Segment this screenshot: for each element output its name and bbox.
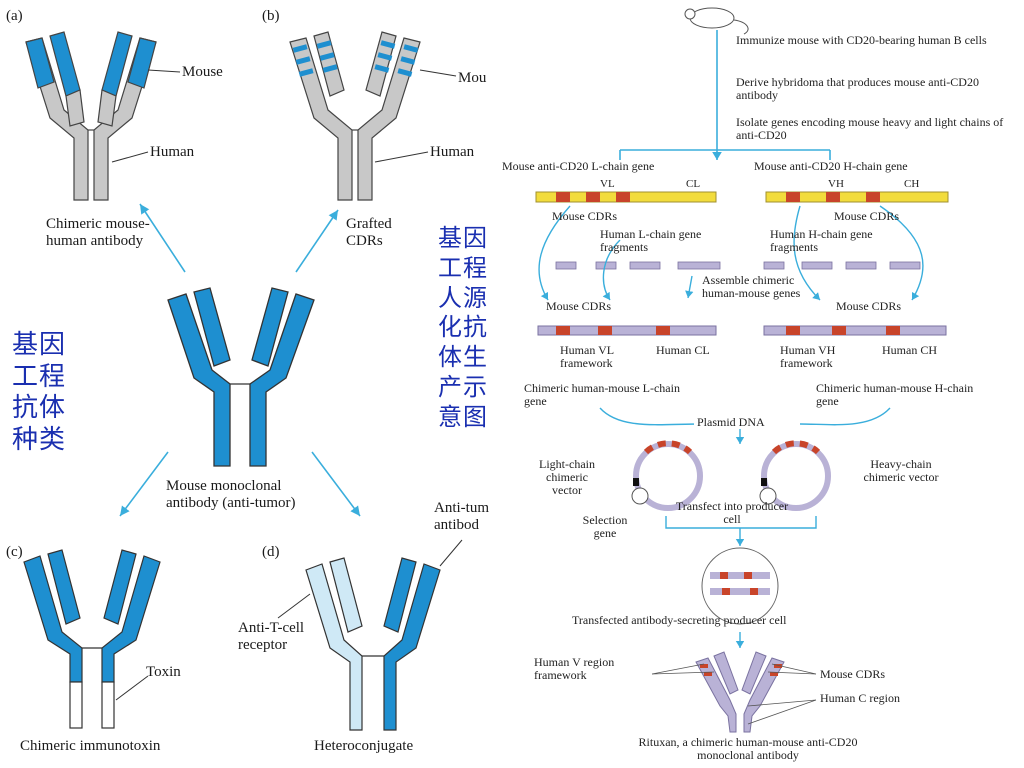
anti-tum-label: Anti-tum antibod (434, 500, 489, 534)
step-isolate: Isolate genes encoding mouse heavy and l… (736, 115, 1004, 143)
panel-c-tag: (c) (6, 544, 23, 560)
l-gene-label: Mouse anti-CD20 L-chain gene (502, 159, 655, 173)
human-label-a: Human (150, 144, 195, 160)
caption-a: Chimeric mouse-human antibody (46, 216, 150, 250)
panel-a-tag: (a) (6, 8, 23, 24)
panel-b-tag: (b) (262, 8, 280, 24)
flow-arrows (538, 205, 924, 648)
mouse-cdrs-h: Mouse CDRs (834, 209, 900, 223)
ch-label: CH (904, 178, 920, 190)
mouse-cdrs-l2: Mouse CDRs (546, 299, 612, 313)
human-label-b: Human (430, 144, 475, 160)
human-c-region-label: Human C region (820, 691, 900, 705)
mouse-label-b: Mou (458, 70, 487, 86)
cdr-stripes (292, 40, 419, 77)
cl-label: CL (686, 178, 701, 190)
human-cl-label: Human CL (656, 343, 710, 357)
human-fragments (555, 261, 921, 270)
antibody-immunotoxin (23, 549, 161, 729)
caption-d: Heteroconjugate (314, 738, 414, 754)
antibody-grafted (289, 31, 421, 201)
producer-label: Transfected antibody-secreting producer … (572, 613, 787, 627)
antibody-heteroconjugate (305, 557, 441, 731)
caption-c: Chimeric immunotoxin (20, 738, 161, 754)
human-vl-label: Human VL framework (560, 343, 614, 371)
rituxan-antibody (695, 651, 785, 733)
mouse-icon (684, 7, 749, 35)
heavy-chain-plasmid (761, 441, 831, 511)
toxin-label: Toxin (146, 664, 181, 680)
human-h-frag: Human H-chain gene fragments (770, 227, 873, 255)
h-gene-label: Mouse anti-CD20 H-chain gene (754, 159, 908, 173)
l-chain-gene-bar (535, 191, 717, 203)
antibody-mouse-monoclonal (167, 287, 315, 467)
antibody-chimeric (25, 31, 157, 201)
h-chain-gene-bar (765, 191, 949, 203)
transfect-label: Transfect into producer cell (675, 499, 789, 527)
step-immunize: Immunize mouse with CD20-bearing human B… (736, 33, 987, 47)
chimeric-h-bar (763, 325, 947, 336)
plasmid-label: Plasmid DNA (694, 415, 768, 430)
chim-h-label: Chimeric human-mouse H-chain gene (816, 381, 974, 409)
human-l-frag: Human L-chain gene fragments (600, 227, 702, 255)
producer-cell (701, 547, 779, 625)
rituxan-label: Rituxan, a chimeric human-mouse anti-CD2… (638, 735, 858, 763)
chim-l-label: Chimeric human-mouse L-chain gene (524, 381, 680, 409)
heavy-vec-label: Heavy-chain chimeric vector (863, 457, 939, 485)
chimeric-l-bar (537, 325, 717, 336)
panel-d-tag: (d) (262, 544, 280, 560)
step-hybridoma: Derive hybridoma that produces mouse ant… (736, 75, 979, 103)
vl-label: VL (600, 178, 615, 190)
caption-center: Mouse monoclonal antibody (anti-tumor) (166, 478, 296, 512)
selection-gene-label: Selection gene (582, 513, 628, 541)
human-v-region-label: Human V region framework (534, 655, 615, 683)
mouse-label-a: Mouse (182, 64, 223, 80)
mouse-cdrs-l: Mouse CDRs (552, 209, 618, 223)
mouse-cdrs-h2: Mouse CDRs (836, 299, 902, 313)
arrows-left (119, 203, 361, 517)
vh-label: VH (828, 178, 844, 190)
assemble-label: Assemble chimeric human-mouse genes (702, 273, 801, 301)
light-chain-plasmid (633, 441, 703, 511)
human-ch-label: Human CH (882, 343, 937, 357)
cn-antibody-types: 基因工程抗体种类 (12, 330, 67, 456)
cn-process: 基因工程人源化抗体生产示意图 (438, 224, 488, 431)
mouse-cdrs3: Mouse CDRs (820, 667, 886, 681)
caption-b: Grafted CDRs (346, 216, 392, 250)
human-vh-label: Human VH framework (780, 343, 836, 371)
light-vec-label: Light-chain chimeric vector (539, 457, 595, 498)
tcell-label: Anti-T-cell receptor (238, 620, 305, 654)
